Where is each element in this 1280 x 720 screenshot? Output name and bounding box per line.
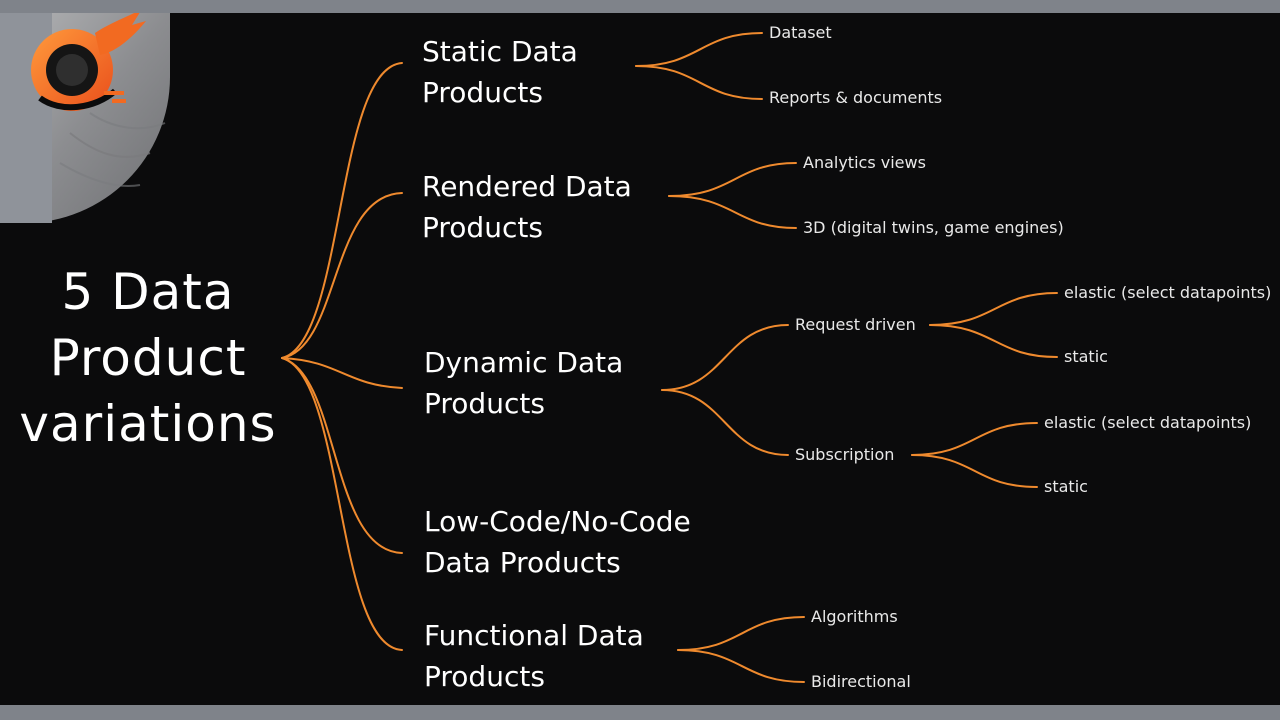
connector-static-dataset (635, 32, 763, 67)
leaf-algorithms: Algorithms (811, 607, 898, 626)
branch-rendered-line-2: Products (422, 211, 543, 244)
branch-static-line-2: Products (422, 76, 543, 109)
node-request-driven: Request driven (795, 315, 916, 334)
connector-root-lowcode (281, 357, 403, 554)
leaf-3d-digital-twins: 3D (digital twins, game engines) (803, 218, 1064, 237)
connector-dynamic-subscription (661, 389, 789, 456)
connector-lines (281, 32, 1058, 683)
branch-dynamic-line-2: Products (424, 387, 545, 420)
branch-functional-line-2: Products (424, 660, 545, 693)
connector-rendered-analytics (668, 162, 797, 197)
connector-static-reports (635, 65, 763, 100)
branch-lowcode-line-2: Data Products (424, 546, 621, 579)
branch-lowcode-line-1: Low-Code/No-Code (424, 505, 691, 538)
connector-dynamic-request (661, 324, 789, 391)
branch-rendered-data-products: Rendered Data Products (422, 166, 632, 248)
node-subscription: Subscription (795, 445, 895, 464)
connector-request-static (929, 324, 1058, 358)
mind-map-canvas: 5 Data Product variations Static Data Pr… (0, 13, 1280, 705)
connector-request-elastic (929, 292, 1058, 326)
branch-functional-data-products: Functional Data Products (424, 615, 644, 697)
branch-rendered-line-1: Rendered Data (422, 170, 632, 203)
leaf-subscription-elastic: elastic (select datapoints) (1044, 413, 1252, 432)
root-node-title: 5 Data Product variations (8, 259, 288, 457)
leaf-bidirectional: Bidirectional (811, 672, 911, 691)
connector-root-rendered (281, 192, 403, 359)
connector-functional-algorithms (677, 616, 805, 651)
connector-functional-bidirectional (677, 649, 805, 683)
leaf-subscription-static: static (1044, 477, 1088, 496)
brand-logo (0, 13, 170, 223)
leaf-dataset: Dataset (769, 23, 832, 42)
branch-static-line-1: Static Data (422, 35, 578, 68)
leaf-request-elastic: elastic (select datapoints) (1064, 283, 1272, 302)
leaf-request-static: static (1064, 347, 1108, 366)
connector-rendered-3d (668, 195, 797, 229)
branch-static-data-products: Static Data Products (422, 31, 578, 113)
connector-root-static (281, 62, 403, 359)
branch-lowcode-data-products: Low-Code/No-Code Data Products (424, 501, 691, 583)
connector-subscription-static (911, 454, 1038, 488)
leaf-analytics-views: Analytics views (803, 153, 926, 172)
root-line-1: 5 Data (61, 263, 235, 321)
leaf-reports-documents: Reports & documents (769, 88, 943, 107)
root-line-2: Product (49, 329, 247, 387)
branch-functional-line-1: Functional Data (424, 619, 644, 652)
connector-subscription-elastic (911, 422, 1038, 456)
root-line-3: variations (19, 395, 277, 453)
branch-dynamic-data-products: Dynamic Data Products (424, 342, 623, 424)
branch-dynamic-line-1: Dynamic Data (424, 346, 624, 379)
connector-root-dynamic (281, 357, 403, 389)
orange-swoosh-logo-icon (31, 13, 146, 111)
connector-root-functional (281, 357, 403, 651)
